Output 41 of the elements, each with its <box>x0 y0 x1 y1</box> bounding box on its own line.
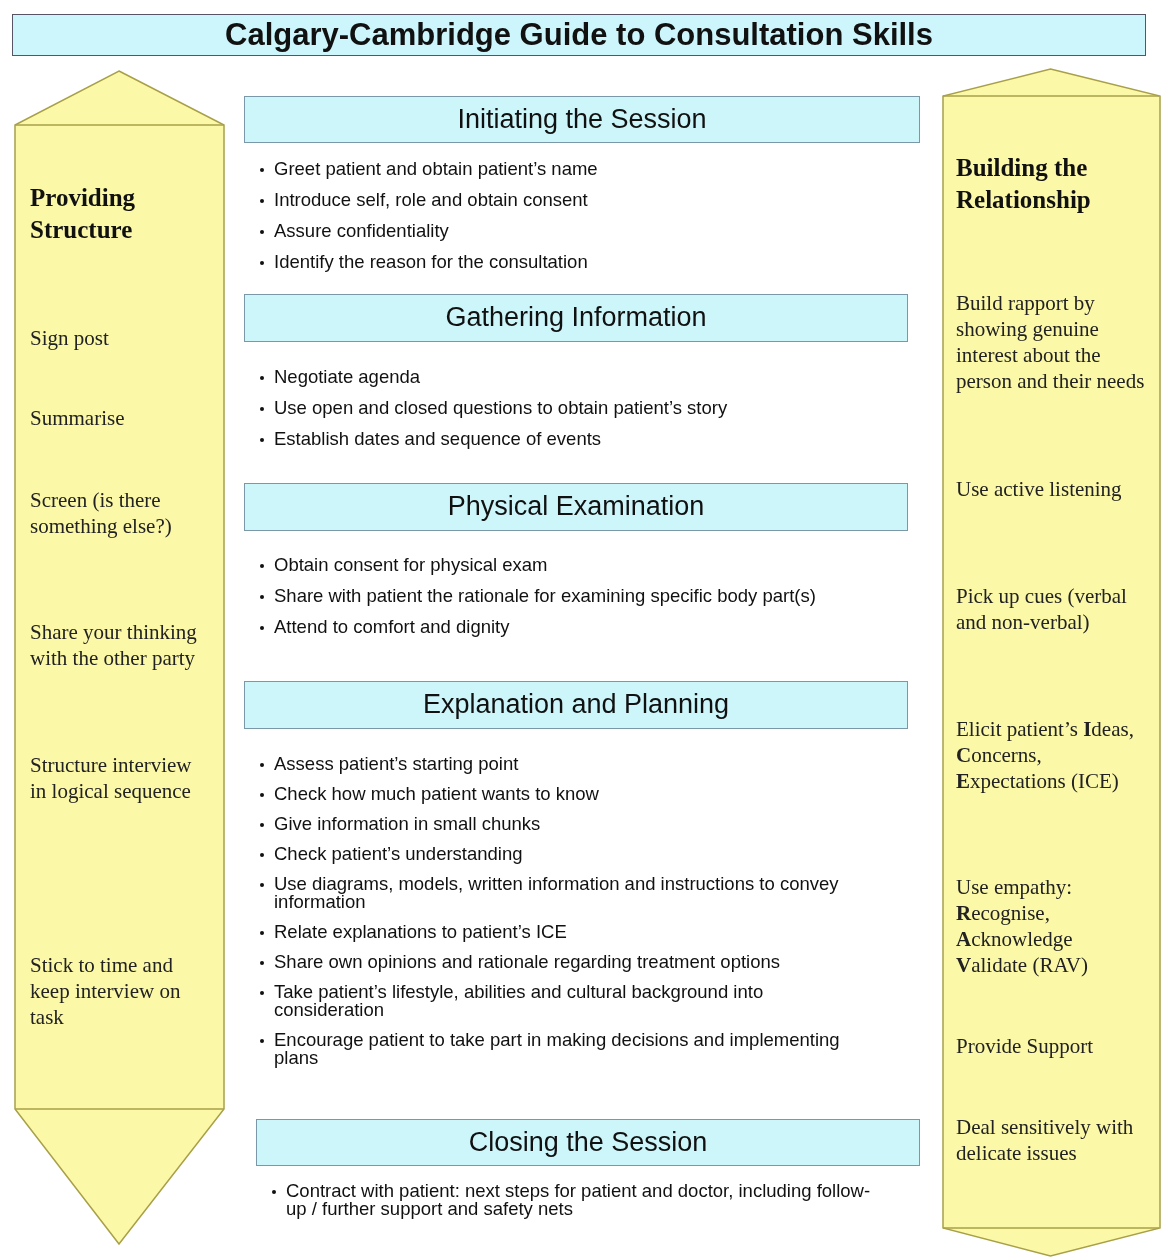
band-text: Screen (is there something else?) <box>30 487 173 539</box>
band-text: Summarise <box>30 405 126 431</box>
bullet-item: Establish dates and sequence of events <box>258 430 874 448</box>
bullet-item: Share own opinions and rationale regarding treatment options <box>258 953 874 971</box>
bullet-item: Take patient’s lifestyle, abilities and cultural background into consideration <box>258 983 874 1019</box>
band-text: Stick to time and keep interview on task <box>30 952 182 1030</box>
band-text: Build rapport by showing genuine interest about the person and their needs <box>956 290 1146 394</box>
title-banner: Calgary-Cambridge Guide to Consultation Skills <box>12 14 1146 56</box>
band-text: Share your thinking with the other party <box>30 619 198 671</box>
band-text: Structure interview in logical sequence <box>30 752 193 804</box>
band-text: Use active listening <box>956 476 1123 502</box>
band-text: Sign post <box>30 325 110 351</box>
section-header: Physical Examination <box>244 483 908 531</box>
band-text: Pick up cues (verbal and non-verbal) <box>956 583 1128 635</box>
section-header: Closing the Session <box>256 1119 920 1166</box>
bullet-item: Assess patient’s starting point <box>258 755 874 773</box>
bullet-item: Use diagrams, models, written information and instructions to convey information <box>258 875 874 911</box>
bullet-item: Use open and closed questions to obtain patient’s story <box>258 399 874 417</box>
band-heading: Providing Structure <box>30 183 137 245</box>
bullet-item: Check patient’s understanding <box>258 845 874 863</box>
bullet-item: Obtain consent for physical exam <box>258 556 874 574</box>
bullet-item: Share with patient the rationale for examining specific body part(s) <box>258 587 874 605</box>
bullet-item: Relate explanations to patient’s ICE <box>258 923 874 941</box>
bullet-item: Attend to comfort and dignity <box>258 618 874 636</box>
section-header: Gathering Information <box>244 294 908 342</box>
bullet-item: Assure confidentiality <box>258 222 874 240</box>
band-text: Use empathy: Recognise, Acknowledge Validate (RAV) <box>956 874 1089 978</box>
section-header: Initiating the Session <box>244 96 920 143</box>
bullet-item: Negotiate agenda <box>258 368 874 386</box>
bullet-item: Contract with patient: next steps for patient and doctor, including follow-up / further support and safety nets <box>270 1182 886 1218</box>
section-header: Explanation and Planning <box>244 681 908 729</box>
bullet-item: Encourage patient to take part in making decisions and implementing plans <box>258 1031 874 1067</box>
bullet-item: Identify the reason for the consultation <box>258 253 874 271</box>
bullet-item: Give information in small chunks <box>258 815 874 833</box>
bullet-item: Introduce self, role and obtain consent <box>258 191 874 209</box>
bullet-item: Greet patient and obtain patient’s name <box>258 160 874 178</box>
band-text: Provide Support <box>956 1033 1095 1059</box>
band-heading: Building the Relationship <box>956 153 1092 215</box>
band-text: Elicit patient’s Ideas, Concerns, Expectations (ICE) <box>956 716 1135 794</box>
band-text: Deal sensitively with delicate issues <box>956 1114 1135 1166</box>
bullet-item: Check how much patient wants to know <box>258 785 874 803</box>
